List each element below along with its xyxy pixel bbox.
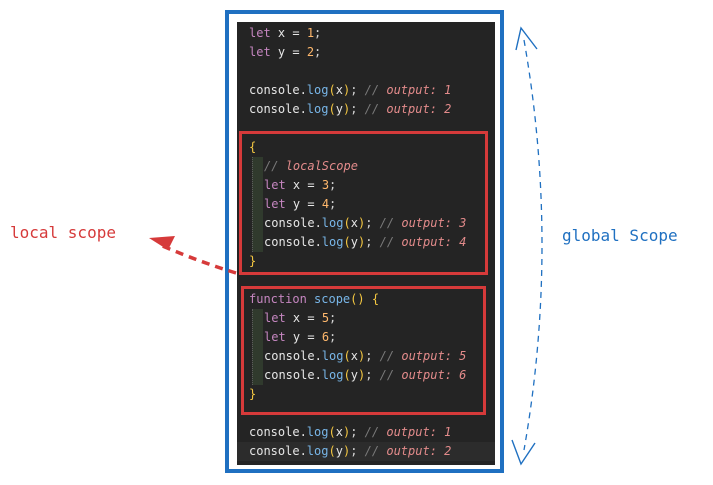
code-line: console.log(x); // output: 3: [264, 216, 467, 230]
code-line: console.log(x); // output: 1: [249, 425, 452, 439]
code-line: }: [249, 387, 257, 401]
global-scope-frame: [225, 10, 504, 473]
indent-guide: [252, 309, 263, 385]
indent-guide: [252, 157, 263, 252]
code-line: function scope() {: [249, 292, 380, 306]
local-scope-arrow: [149, 236, 237, 275]
code-line: console.log(y); // output: 2: [249, 102, 452, 116]
function-scope-box: [241, 286, 486, 415]
code-line: console.log(y); // output: 6: [264, 368, 467, 382]
code-line: }: [249, 254, 257, 268]
local-scope-label: local scope: [10, 223, 116, 242]
code-line: let x = 5;: [264, 311, 337, 325]
code-line: {: [249, 140, 257, 154]
code-line: let y = 2;: [249, 45, 322, 59]
code-line-current: console.log(y); // output: 2: [237, 442, 495, 461]
code-line: let x = 3;: [264, 178, 337, 192]
code-line: let y = 6;: [264, 330, 337, 344]
block-scope-box: [239, 131, 488, 275]
code-line: // localScope: [264, 159, 358, 173]
global-scope-label: global Scope: [562, 226, 678, 245]
code-line: console.log(x); // output: 1: [249, 83, 452, 97]
global-scope-arrow: [511, 26, 543, 466]
code-line: let x = 1;: [249, 26, 322, 40]
code-line: let y = 4;: [264, 197, 337, 211]
code-line: console.log(y); // output: 4: [264, 235, 467, 249]
code-editor: [237, 22, 495, 465]
code-line: console.log(x); // output: 5: [264, 349, 467, 363]
